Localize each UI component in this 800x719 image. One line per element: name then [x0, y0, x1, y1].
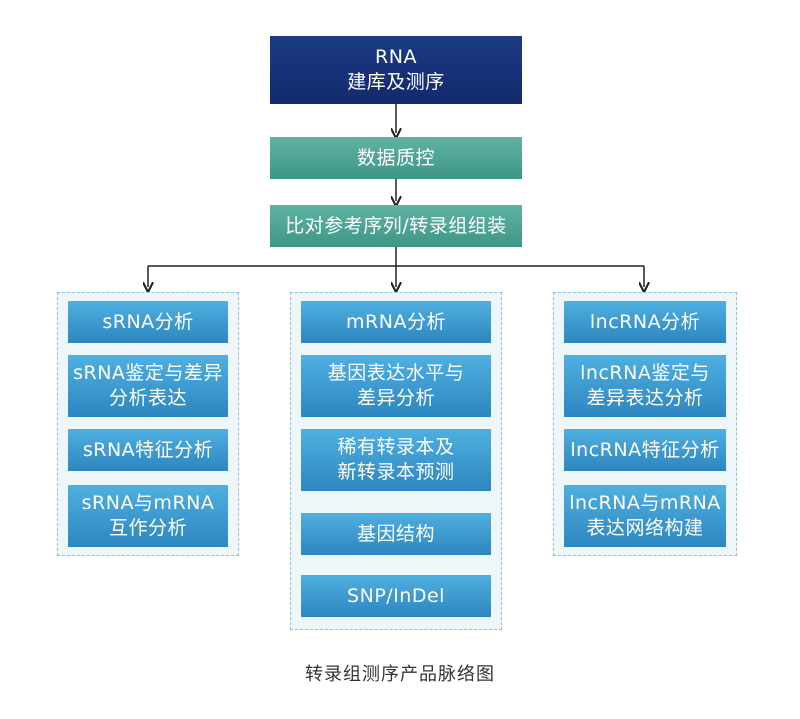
- item-line: 差异表达分析: [586, 387, 704, 409]
- alignment-assembly-label: 比对参考序列/转录组组装: [285, 214, 507, 237]
- lncrna-mrna-network-box: lncRNA与mRNA 表达网络构建: [564, 485, 726, 547]
- item-line: sRNA分析: [102, 310, 194, 333]
- srna-group: sRNA分析 sRNA鉴定与差异 分析表达 sRNA特征分析 sRNA与mRNA…: [57, 292, 239, 556]
- srna-analysis-box: sRNA分析: [68, 301, 228, 343]
- srna-identification-box: sRNA鉴定与差异 分析表达: [68, 355, 228, 417]
- item-line: lncRNA分析: [589, 310, 701, 333]
- item-line: 差异分析: [356, 387, 435, 409]
- transcript-prediction-box: 稀有转录本及 新转录本预测: [301, 429, 491, 491]
- alignment-assembly-box: 比对参考序列/转录组组装: [270, 205, 522, 247]
- srna-feature-box: sRNA特征分析: [68, 429, 228, 471]
- item-line: sRNA特征分析: [82, 438, 214, 461]
- item-line: lncRNA鉴定与: [580, 362, 710, 384]
- top-box-line1: RNA: [375, 46, 417, 68]
- data-qc-label: 数据质控: [356, 146, 435, 169]
- lncrna-analysis-box: lncRNA分析: [564, 301, 726, 343]
- item-line: 分析表达: [108, 387, 187, 409]
- item-line: 稀有转录本及: [337, 436, 455, 458]
- lncrna-feature-box: lncRNA特征分析: [564, 429, 726, 471]
- top-box-line2: 建库及测序: [347, 71, 445, 93]
- item-line: 表达网络构建: [586, 517, 704, 539]
- item-line: sRNA与mRNA: [81, 492, 215, 514]
- item-line: 新转录本预测: [337, 461, 455, 483]
- item-line: lncRNA与mRNA: [569, 492, 721, 514]
- gene-expression-box: 基因表达水平与 差异分析: [301, 355, 491, 417]
- item-line: sRNA鉴定与差异: [73, 362, 223, 384]
- data-qc-box: 数据质控: [270, 137, 522, 179]
- rna-library-sequencing-box: RNA 建库及测序: [270, 36, 522, 104]
- srna-mrna-interaction-box: sRNA与mRNA 互作分析: [68, 485, 228, 547]
- snp-indel-box: SNP/InDel: [301, 575, 491, 617]
- lncrna-identification-box: lncRNA鉴定与 差异表达分析: [564, 355, 726, 417]
- item-line: SNP/InDel: [347, 584, 445, 607]
- item-line: mRNA分析: [346, 310, 446, 333]
- item-line: 基因结构: [356, 522, 435, 545]
- item-line: lncRNA特征分析: [570, 438, 720, 461]
- item-line: 基因表达水平与: [327, 362, 465, 384]
- figure-caption: 转录组测序产品脉络图: [305, 664, 495, 685]
- item-line: 互作分析: [108, 517, 187, 539]
- gene-structure-box: 基因结构: [301, 513, 491, 555]
- mrna-analysis-box: mRNA分析: [301, 301, 491, 343]
- mrna-group: mRNA分析 基因表达水平与 差异分析 稀有转录本及 新转录本预测 基因结构 S…: [290, 292, 502, 630]
- lncrna-group: lncRNA分析 lncRNA鉴定与 差异表达分析 lncRNA特征分析 lnc…: [553, 292, 737, 556]
